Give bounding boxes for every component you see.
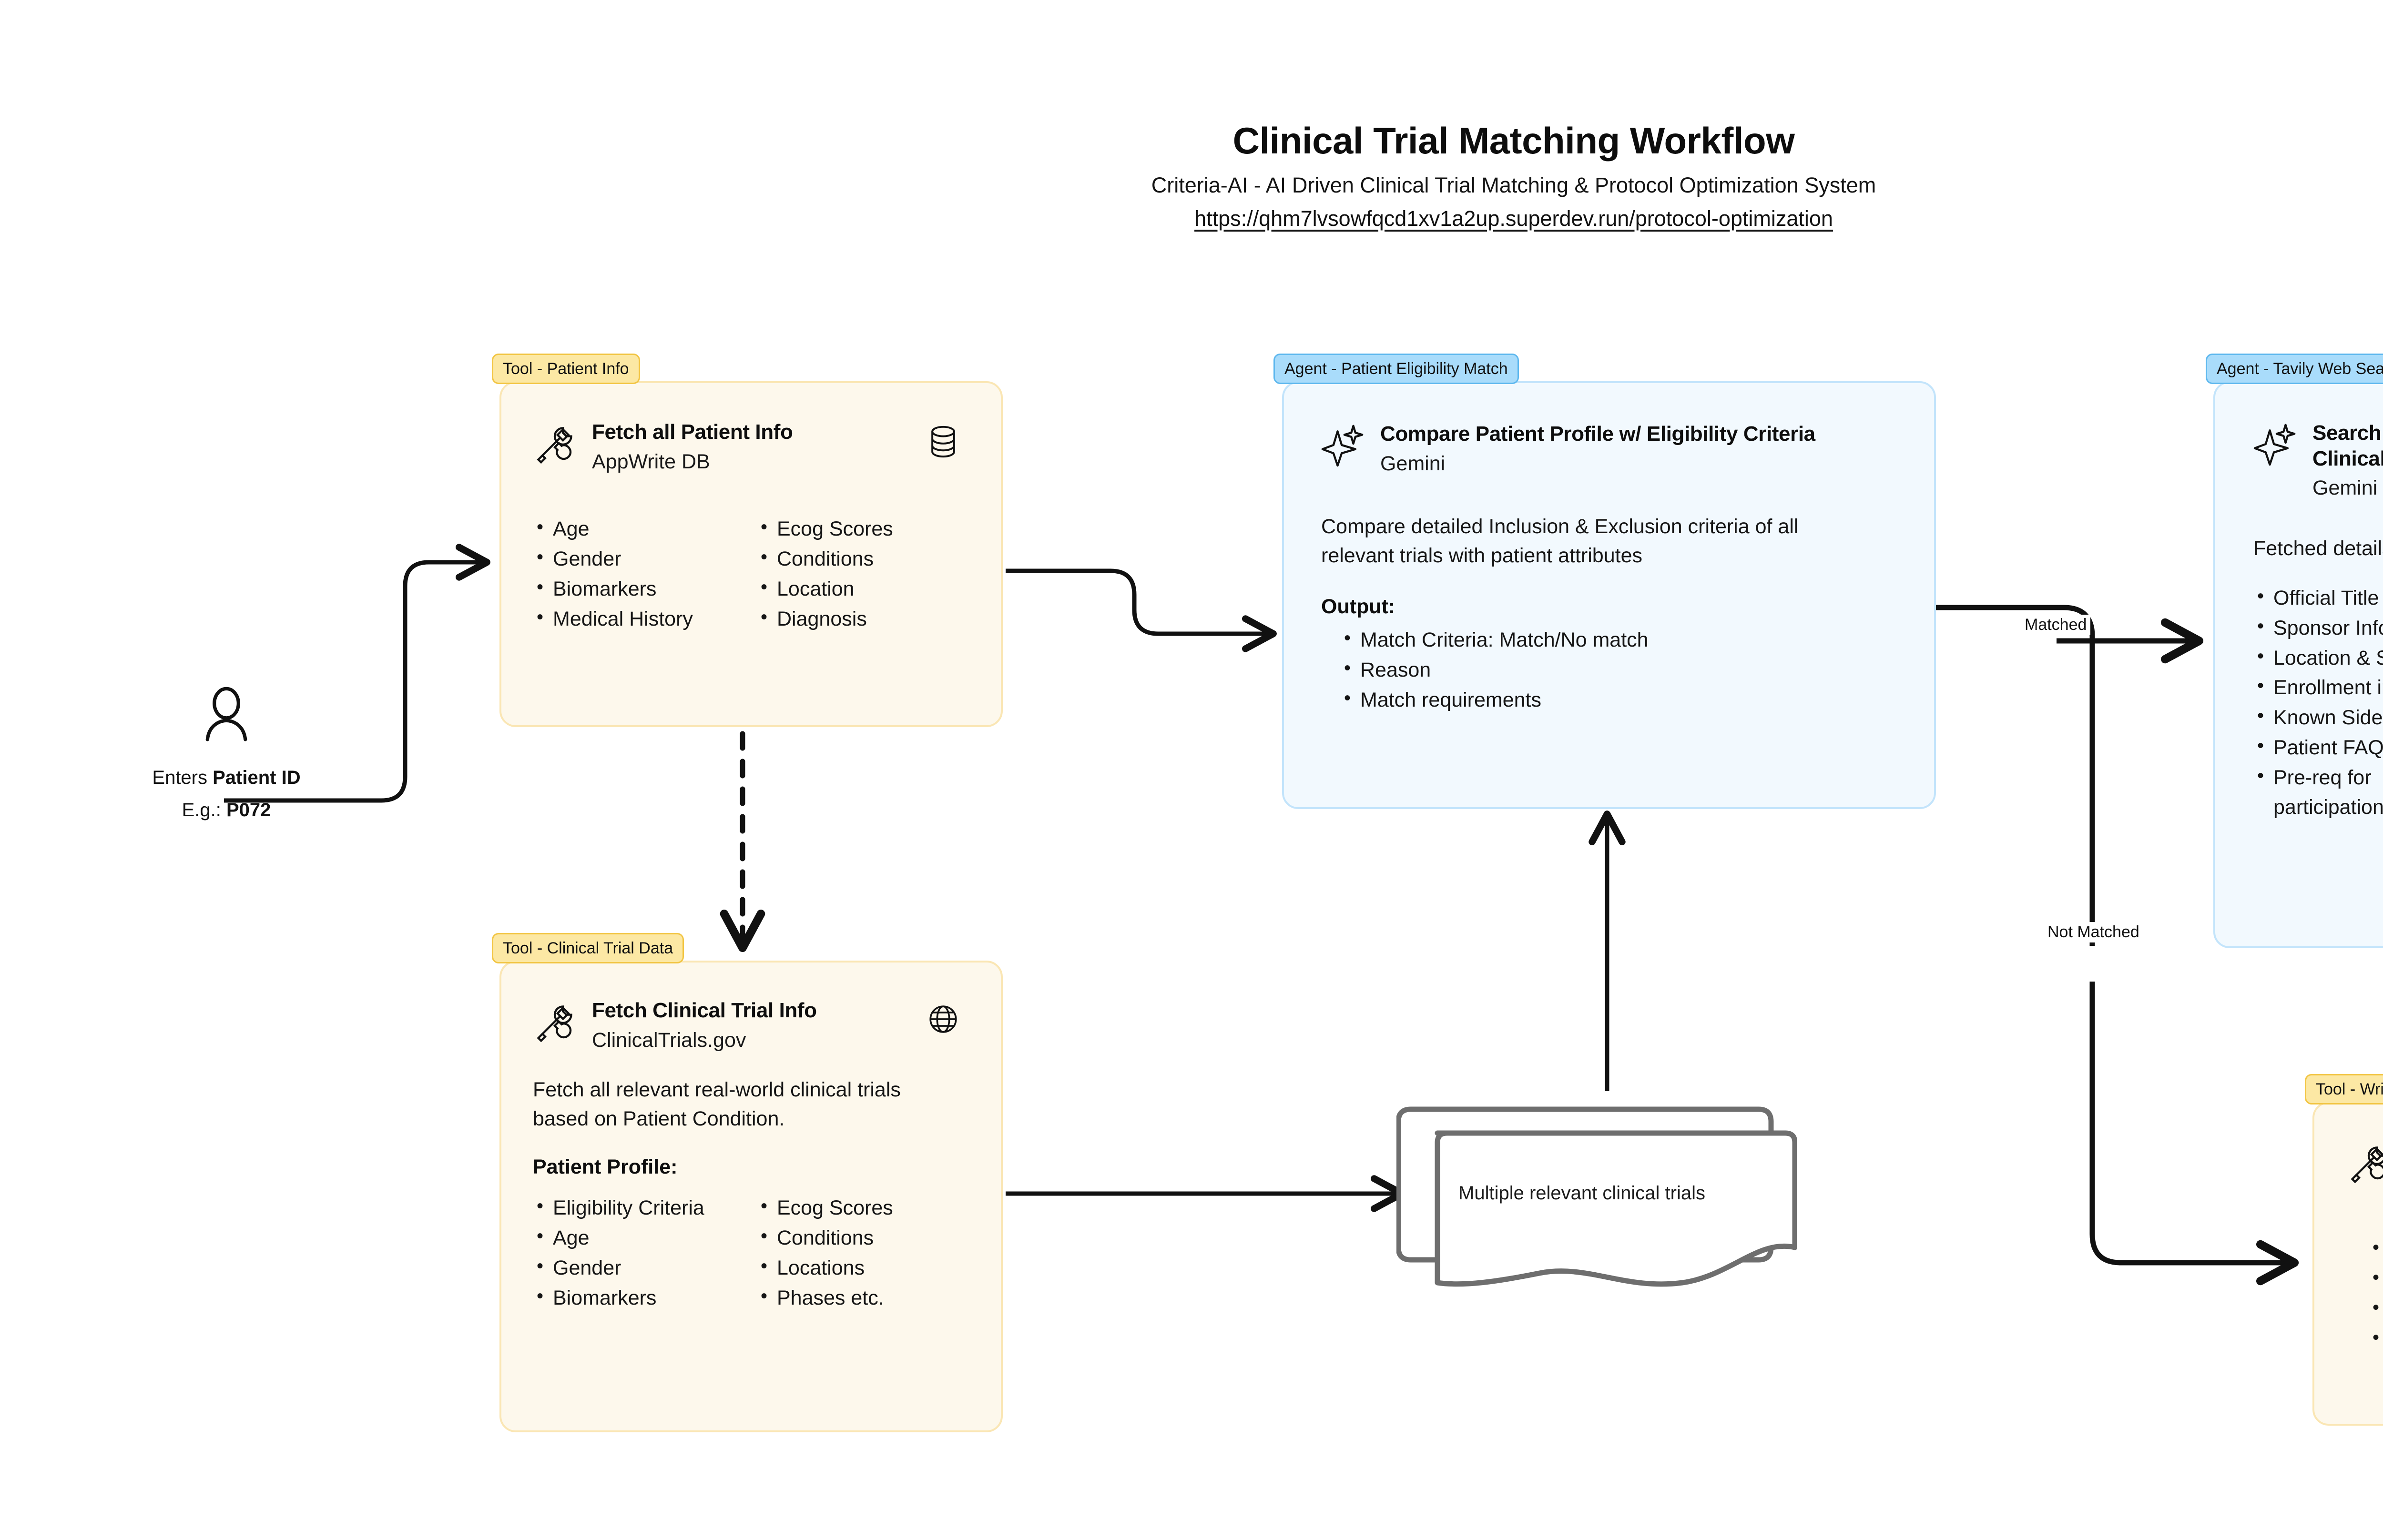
node-clinical-trial-data-header: Fetch Clinical Trial Info ClinicalTrials… (533, 998, 969, 1053)
badge-tool-clinical-trial-data: Tool - Clinical Trial Data (492, 933, 684, 963)
tools-icon (2347, 1141, 2383, 1187)
list-item: Pre-req for participation (2253, 762, 2383, 823)
node-patient-info-list-left: Age Gender Biomarkers Medical History (533, 513, 757, 634)
list-item: Eligibility Criteria (533, 1192, 757, 1223)
node-patient-info-subtitle: AppWrite DB (592, 450, 710, 473)
node-write-db-header: Write Match Result & Report AppWrite DB (2347, 1139, 2383, 1194)
node-clinical-trial-data-lists: Eligibility Criteria Age Gender Biomarke… (533, 1192, 969, 1313)
page-subtitle: Criteria-AI - AI Driven Clinical Trial M… (1151, 173, 1876, 197)
list-item: Official Title (2253, 582, 2383, 613)
node-patient-info-list-right: Ecog Scores Conditions Location Diagnosi… (757, 513, 962, 634)
badge-tool-patient-info: Tool - Patient Info (492, 354, 640, 384)
header: Clinical Trial Matching Workflow Criteri… (0, 119, 2383, 231)
badge-agent-tavily-web-search: Agent - Tavily Web Search (2206, 354, 2383, 384)
node-write-db-list: Patient Info Collection Match Info Colle… (2369, 1234, 2383, 1355)
node-tavily-search-title: Search 60+ web sources, prepare detailed… (2312, 420, 2383, 471)
node-eligibility-match-header: Compare Patient Profile w/ Eligibility C… (1321, 421, 1899, 476)
list-item: Medical History (533, 603, 757, 634)
node-tavily-title-part1: Search (2312, 421, 2383, 445)
list-item: Patient FAQ (2253, 732, 2383, 763)
list-item: Trial Details Collection (2369, 1324, 2383, 1355)
list-item: Age (533, 1222, 757, 1253)
list-item: Reason (1340, 654, 1899, 685)
sparkle-icon (2253, 422, 2297, 468)
node-patient-info-title: Fetch all Patient Info (592, 420, 793, 444)
list-item: Trial Info Collection (2369, 1294, 2383, 1325)
node-write-db[interactable]: Write Match Result & Report AppWrite DB … (2312, 1102, 2383, 1426)
list-item: Ecog Scores (757, 513, 962, 544)
node-clinical-trial-data[interactable]: Fetch Clinical Trial Info ClinicalTrials… (499, 961, 1003, 1432)
list-item: Match Criteria: Match/No match (1340, 624, 1899, 655)
tools-icon (533, 1000, 577, 1046)
node-clinical-trial-data-kicker: Patient Profile: (533, 1155, 678, 1179)
node-tavily-search-lists: Official Title Sponsor Info Location & S… (2253, 582, 2383, 823)
list-item: Locations (757, 1252, 962, 1283)
edge-label-not-matched: Not Matched (2044, 922, 2143, 942)
user-entry-line2-value: P072 (226, 800, 271, 821)
list-item: Location & Site details (2253, 642, 2383, 673)
node-clinical-trial-data-subtitle: ClinicalTrials.gov (592, 1028, 746, 1052)
sparkle-icon (1321, 423, 1365, 469)
node-eligibility-match-description: Compare detailed Inclusion & Exclusion c… (1321, 515, 1799, 567)
node-eligibility-match-output-list: Match Criteria: Match/No match Reason Ma… (1340, 624, 1899, 715)
user-entry-line2: E.g.: P072 (117, 797, 336, 823)
list-item: Biomarkers (533, 573, 757, 604)
node-patient-info-lists: Age Gender Biomarkers Medical History Ec… (533, 513, 969, 634)
node-clinical-trial-data-list-left: Eligibility Criteria Age Gender Biomarke… (533, 1192, 757, 1313)
node-clinical-trial-data-list-right: Ecog Scores Conditions Locations Phases … (757, 1192, 962, 1313)
edge-label-matched: Matched (2021, 615, 2091, 635)
node-eligibility-match-subtitle: Gemini (1380, 452, 1446, 475)
node-tavily-search[interactable]: Search 60+ web sources, prepare detailed… (2213, 381, 2383, 948)
list-item: Gender (533, 543, 757, 574)
list-item: Location (757, 573, 962, 604)
user-entry-line1-prefix: Enters (152, 767, 213, 788)
node-tavily-search-subtitle: Gemini (2312, 476, 2378, 500)
user-entry-line1-value: Patient ID (213, 767, 301, 788)
list-item: Conditions (757, 1222, 962, 1253)
list-item: Phases etc. (757, 1282, 962, 1313)
tools-icon (533, 421, 577, 467)
node-tavily-search-kicker: Fetched details: (2253, 537, 2383, 560)
node-clinical-trial-data-description: Fetch all relevant real-world clinical t… (533, 1078, 901, 1131)
database-icon (928, 425, 958, 461)
node-tavily-title-part2: , prepare detailed Clinical Trials Repor… (2312, 446, 2383, 470)
user-icon (200, 687, 253, 750)
globe-icon (928, 1004, 958, 1036)
node-clinical-trial-data-title: Fetch Clinical Trial Info (592, 999, 817, 1022)
edge-eligibility-to-branch (1935, 605, 2095, 946)
list-item: Gender (533, 1252, 757, 1283)
trials-document-shape (1396, 1106, 1797, 1287)
node-tavily-search-header: Search 60+ web sources, prepare detailed… (2253, 420, 2383, 501)
list-item: Ecog Scores (757, 1192, 962, 1223)
edge-patient-info-to-eligibility (1006, 568, 1277, 652)
list-item: Match Info Collection (2369, 1264, 2383, 1295)
app-url-link[interactable]: https://qhm7lvsowfqcd1xv1a2up.superdev.r… (1194, 206, 1833, 231)
page-title: Clinical Trial Matching Workflow (1232, 120, 1795, 162)
list-item: Biomarkers (533, 1282, 757, 1313)
trials-document-label: Multiple relevant clinical trials (1458, 1183, 1705, 1204)
node-patient-info[interactable]: Fetch all Patient Info AppWrite DB Age G… (499, 381, 1003, 727)
node-patient-info-header: Fetch all Patient Info AppWrite DB (533, 419, 969, 474)
edge-not-matched-to-write-db (2089, 982, 2299, 1286)
node-eligibility-match-kicker: Output: (1321, 595, 1395, 618)
node-eligibility-match-title: Compare Patient Profile w/ Eligibility C… (1380, 422, 1815, 446)
user-entry-block: Enters Patient ID E.g.: P072 (117, 686, 336, 823)
list-item: Sponsor Info (2253, 612, 2383, 643)
list-item: Match requirements (1340, 684, 1899, 715)
list-item: Patient Info Collection (2369, 1234, 2383, 1265)
list-item: Conditions (757, 543, 962, 574)
list-item: Enrollment info (2253, 672, 2383, 703)
user-entry-line1: Enters Patient ID (117, 765, 336, 790)
node-tavily-search-list-left: Official Title Sponsor Info Location & S… (2253, 582, 2383, 823)
list-item: Diagnosis (757, 603, 962, 634)
badge-agent-eligibility-match: Agent - Patient Eligibility Match (1273, 354, 1519, 384)
list-item: Known Side Effects (2253, 702, 2383, 733)
node-eligibility-match[interactable]: Compare Patient Profile w/ Eligibility C… (1282, 381, 1936, 809)
badge-tool-write-appwrite-db: Tool - Write to AppWrite DB (2305, 1074, 2383, 1104)
list-item: Age (533, 513, 757, 544)
user-entry-line2-prefix: E.g.: (182, 800, 226, 821)
